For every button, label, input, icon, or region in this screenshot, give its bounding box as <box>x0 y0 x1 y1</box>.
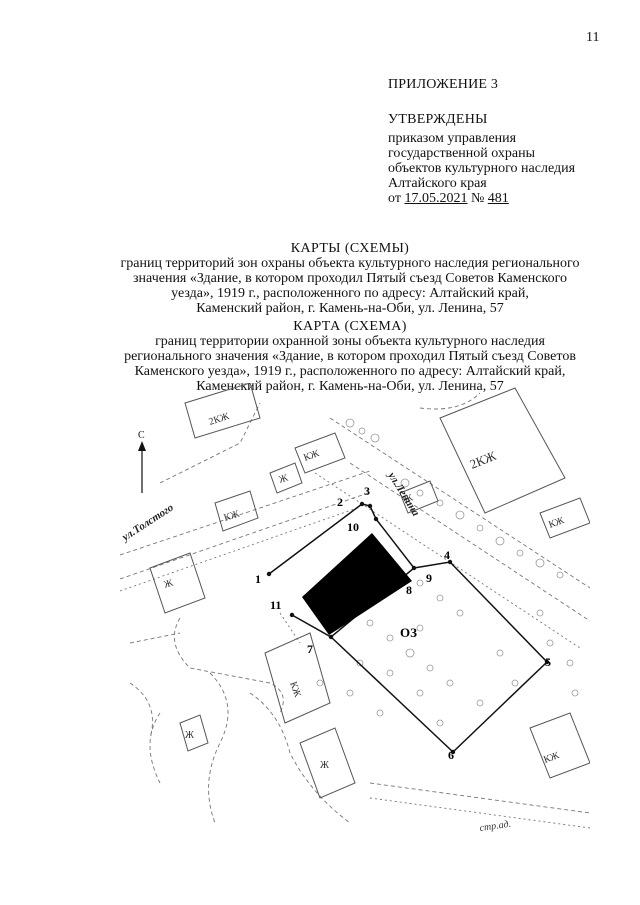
boundary-point <box>328 634 334 640</box>
bottom-map-label: стр.ад. <box>479 819 512 834</box>
maps-heading: КАРТЫ (СХЕМЫ) границ территорий зон охра… <box>90 241 610 316</box>
building-label: КЖ <box>302 448 320 464</box>
date-prefix: от <box>388 191 401 206</box>
building-label: 2КЖ <box>208 411 231 428</box>
maps-heading-line: уезда», 1919 г., расположенного по адрес… <box>171 286 529 301</box>
north-arrow: С <box>138 430 146 493</box>
page-number: 11 <box>586 30 600 45</box>
maps-heading-line: границ территорий зон охраны объекта кул… <box>120 256 580 271</box>
point-label: 6 <box>448 748 454 762</box>
point-label: 10 <box>347 520 359 534</box>
map-heading-line: границ территории охранной зоны объекта … <box>155 334 545 349</box>
building-label-group: 2КЖ 2КЖ КЖ Ж КЖ Ж КЖ Ж Ж КЖ Ж КЖ <box>163 411 566 771</box>
zone-label: ОЗ <box>400 625 417 640</box>
building-label: КЖ <box>542 750 560 766</box>
heritage-building <box>302 533 412 635</box>
boundary-point <box>367 503 373 509</box>
map-background <box>120 392 590 829</box>
approval-date: 17.05.2021 <box>404 191 468 206</box>
approval-number: 481 <box>487 191 509 206</box>
map-circles <box>316 418 579 727</box>
boundary-point <box>266 571 272 577</box>
point-label: 11 <box>270 598 281 612</box>
boundary-point <box>447 559 453 565</box>
boundary-point <box>373 516 379 522</box>
point-label: 8 <box>406 583 412 597</box>
building-label: КЖ <box>547 515 565 531</box>
building-label: Ж <box>185 730 194 741</box>
street-label-lenina: ул.Ленина <box>384 469 422 519</box>
point-label: 5 <box>545 655 551 669</box>
point-label: 2 <box>337 495 343 509</box>
point-label: 7 <box>307 642 313 656</box>
point-label: 4 <box>444 548 450 562</box>
maps-heading-line: значения «Здание, в котором проходил Пят… <box>133 271 567 286</box>
point-label: 9 <box>426 571 432 585</box>
building-label: Ж <box>163 578 175 591</box>
approval-header: УТВЕРЖДЕНЫ <box>388 112 488 127</box>
map-heading-line: Каменского уезда», 1919 г., расположенно… <box>134 364 566 379</box>
appendix-label: ПРИЛОЖЕНИЕ 3 <box>388 77 499 92</box>
boundary-point <box>289 612 295 618</box>
approval-line: объектов культурного наследия <box>388 161 576 176</box>
building-label: Ж <box>278 473 290 486</box>
building-label: КЖ <box>223 509 241 524</box>
approval-line: государственной охраны <box>388 146 536 161</box>
approval-line: приказом управления <box>388 131 517 146</box>
map-heading-line: Каменский район, г. Камень-на-Оби, ул. Л… <box>196 379 504 394</box>
building-label: КЖ <box>287 680 303 698</box>
approval-line: Алтайского края <box>388 176 487 191</box>
building-label: Ж <box>320 760 329 771</box>
point-label: 3 <box>364 484 370 498</box>
north-label: С <box>138 430 145 441</box>
boundary-point <box>544 659 550 665</box>
point-label: 1 <box>255 572 261 586</box>
point-labels: 1 2 3 4 5 6 7 8 9 10 11 <box>255 484 551 762</box>
map-buildings <box>149 383 590 799</box>
boundary-point <box>411 565 417 571</box>
approval-date-line: от 17.05.2021 № 481 <box>388 191 575 206</box>
boundary-point <box>450 749 456 755</box>
building-label: Ж <box>402 492 414 505</box>
approval-block: УТВЕРЖДЕНЫ приказом управления государст… <box>388 112 575 206</box>
street-label-tolstogo: ул.Толстого <box>120 501 176 544</box>
map-heading-title: КАРТА (СХЕМА) <box>293 319 407 334</box>
boundary-point <box>359 501 365 507</box>
protection-zone-map: 2КЖ 2КЖ КЖ Ж КЖ Ж КЖ Ж Ж КЖ Ж КЖ С ул.То… <box>120 383 590 834</box>
maps-heading-line: Каменский район, г. Камень-на-Оби, ул. Л… <box>196 301 504 316</box>
number-sign: № <box>470 191 485 206</box>
boundary-points <box>266 501 550 755</box>
map-heading: КАРТА (СХЕМА) границ территории охранной… <box>90 319 610 394</box>
maps-heading-title: КАРТЫ (СХЕМЫ) <box>290 241 410 256</box>
building-label: 2КЖ <box>468 448 499 472</box>
map-heading-line: регионального значения «Здание, в которо… <box>124 349 576 364</box>
